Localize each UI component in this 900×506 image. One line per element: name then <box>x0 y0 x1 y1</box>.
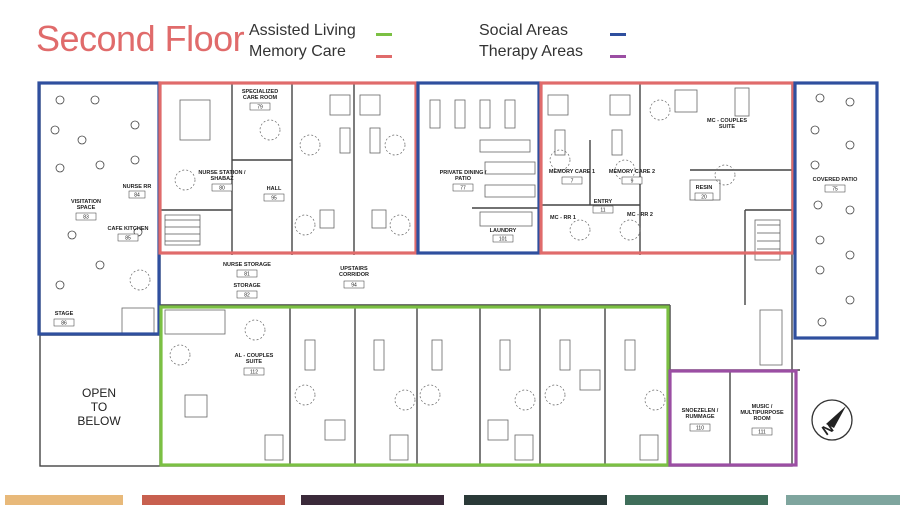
room-number-nurse-rr: 84 <box>134 193 140 199</box>
stairs <box>165 219 780 250</box>
room-label-nurse-rr: NURSE RR <box>123 184 152 190</box>
room-number-memory-care-2: 9 <box>631 179 634 185</box>
legend-social-areas-label: Social Areas <box>479 22 568 39</box>
room-label-entry: ENTRY <box>594 199 613 205</box>
room-number-nurse-station: 80 <box>219 186 225 192</box>
decorative-bar-5 <box>625 495 768 505</box>
decorative-bar-6 <box>786 495 900 505</box>
room-number-music-room: 111 <box>758 430 766 436</box>
room-number-memory-care-1: 7 <box>571 179 574 185</box>
room-number-private-dining: 77 <box>460 186 466 192</box>
legend-social-areas-swatch <box>610 33 626 36</box>
room-number-visitation-space: 83 <box>83 215 89 221</box>
room-number-al-couples-suite: 112 <box>250 370 258 376</box>
decorative-bar-3 <box>301 495 444 505</box>
room-label-nurse-storage: NURSE STORAGE <box>223 262 271 268</box>
room-label-memory-care-2: MEMORY CARE 2 <box>609 169 655 175</box>
room-number-snoezelen: 110 <box>696 426 704 432</box>
room-label-memory-care-1: MEMORY CARE 1 <box>549 169 595 175</box>
room-number-hall: 95 <box>271 196 277 202</box>
table-symbols <box>50 93 855 327</box>
room-label-stage: STAGE <box>55 311 74 317</box>
legend-therapy-areas-swatch <box>610 55 626 58</box>
zone-social-areas-patio <box>793 81 879 340</box>
room-label-cafe-kitchen: CAFE KITCHEN <box>108 226 149 232</box>
zone-memory-care-east <box>539 81 795 255</box>
zone-social-areas-dining <box>416 81 541 255</box>
legend-therapy-areas-label: Therapy Areas <box>479 43 584 60</box>
decorative-bar-2 <box>142 495 285 505</box>
legend-memory-care-swatch <box>376 55 392 58</box>
legend-memory-care-label: Memory Care <box>249 43 346 60</box>
room-number-laundry: 101 <box>499 237 508 243</box>
decorative-bar-4 <box>464 495 607 505</box>
room-label-laundry: LAUNDRY <box>490 228 517 234</box>
room-number-upstairs-corridor: 94 <box>351 283 357 289</box>
zone-social-areas-west <box>37 81 161 336</box>
zone-therapy-areas <box>668 369 798 467</box>
north-arrow-icon: N <box>811 399 853 441</box>
room-number-cafe-kitchen: 85 <box>125 236 131 242</box>
room-number-storage: 82 <box>244 293 250 299</box>
zone-assisted-living <box>159 305 670 467</box>
room-number-covered-patio: 75 <box>832 187 838 193</box>
turning-circles <box>129 99 736 411</box>
room-number-stage: 86 <box>61 321 67 327</box>
room-label-resin: RESIN <box>696 185 713 191</box>
decorative-bar-1 <box>5 495 123 505</box>
legend-assisted-living-label: Assisted Living <box>249 22 356 39</box>
room-label-private-dining: PRIVATE DINING /PATIO <box>440 170 487 182</box>
furniture <box>121 87 783 461</box>
room-label-covered-patio: COVERED PATIO <box>813 177 858 183</box>
room-number-nurse-storage: 81 <box>244 272 250 278</box>
room-label-hall: HALL <box>267 186 282 192</box>
room-label-mc-rr-2: MC - RR 2 <box>627 212 653 218</box>
room-number-entry: 11 <box>600 208 605 214</box>
legend-assisted-living-swatch <box>376 33 392 36</box>
room-label-snoezelen: SNOEZELEN /RUMMAGE <box>682 408 719 420</box>
zone-memory-care-west <box>158 81 418 255</box>
page-title: Second Floor <box>36 18 245 59</box>
room-label-nurse-station: NURSE STATION /SHABAZ <box>198 170 246 182</box>
room-number-specialized-care: 79 <box>257 105 263 111</box>
room-label-mc-rr-1: MC - RR 1 <box>550 215 576 221</box>
room-number-resin: 20 <box>701 195 707 201</box>
room-label-storage: STORAGE <box>233 283 260 289</box>
